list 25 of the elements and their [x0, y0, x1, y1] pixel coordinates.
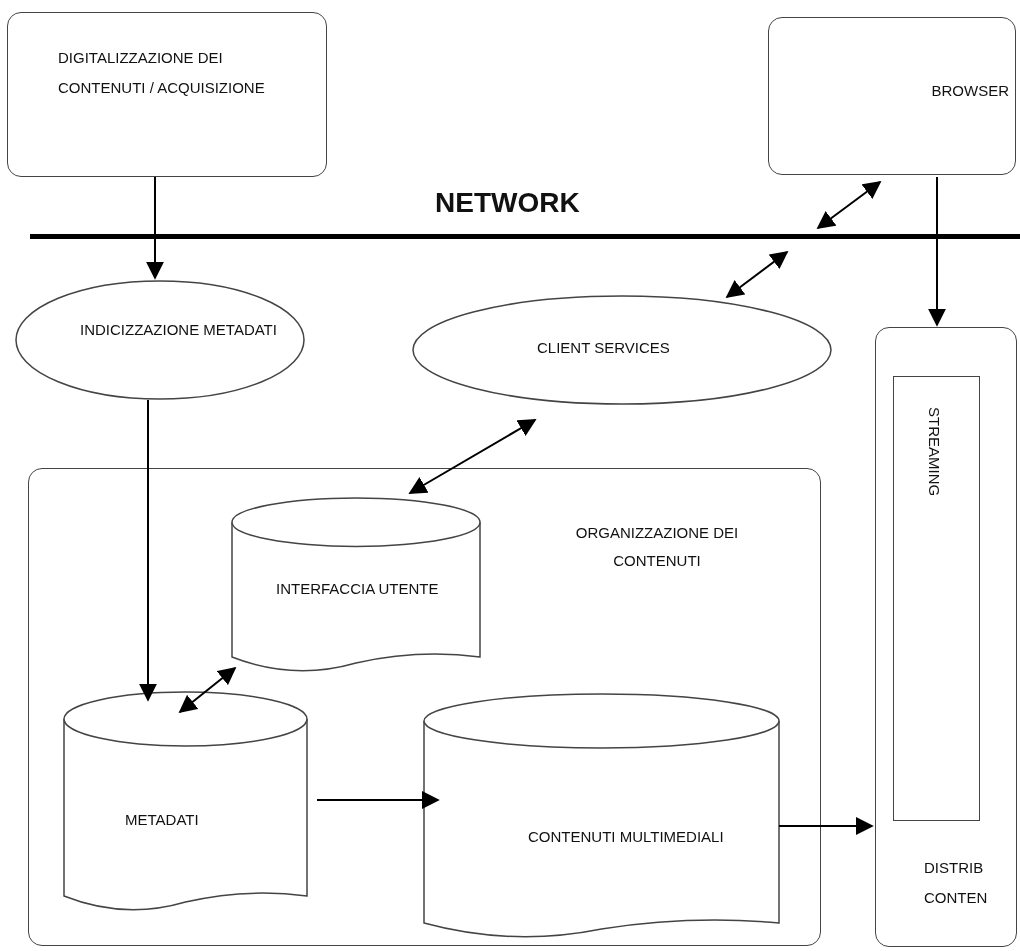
arrow: [928, 176, 946, 327]
arrow: [816, 180, 882, 230]
streaming-box: [893, 376, 980, 821]
group-box: [875, 327, 1017, 947]
arrow: [725, 250, 789, 299]
node-label: CONTENUTI MULTIMEDIALI: [528, 827, 724, 847]
arrow: [778, 817, 874, 835]
arrow: [146, 176, 164, 280]
arrow: [139, 399, 157, 702]
node-label: NETWORK: [435, 186, 580, 220]
process-box: [7, 12, 327, 177]
node-label: INTERFACCIA UTENTE: [276, 579, 439, 599]
node-label: INDICIZZAZIONE METADATI: [80, 320, 277, 340]
group-box: [28, 468, 821, 946]
arrow: [316, 791, 440, 809]
node-label: CLIENT SERVICES: [537, 338, 670, 358]
node-label: ORGANIZZAZIONE DEI CONTENUTI: [574, 523, 740, 571]
node-label: STREAMING: [924, 407, 944, 497]
process-box: [768, 17, 1016, 175]
node-label: DISTRIB CONTEN: [924, 858, 989, 908]
node-label: DIGITALIZZAZIONE DEI CONTENUTI / ACQUISIZIONE: [58, 48, 266, 98]
node-label: BROWSER: [931, 81, 1009, 101]
arrow: [408, 419, 537, 494]
arrow: [178, 666, 237, 714]
node-label: METADATI: [125, 810, 199, 830]
